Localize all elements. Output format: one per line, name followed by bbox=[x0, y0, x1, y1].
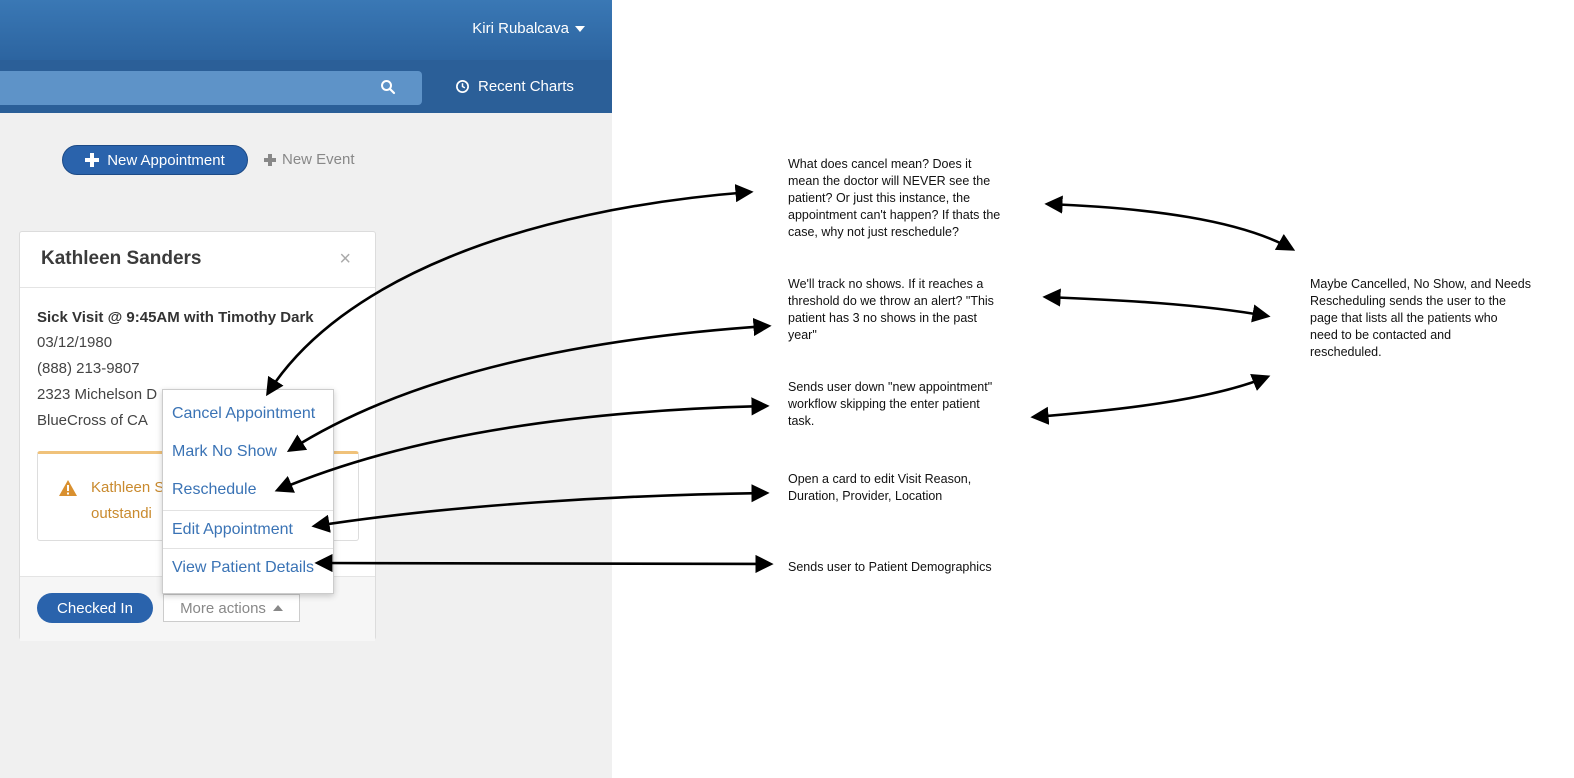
menu-item-view-patient-details[interactable]: View Patient Details bbox=[172, 559, 314, 576]
plus-icon bbox=[264, 153, 276, 166]
arrow-cancel-side bbox=[1044, 195, 1296, 251]
search-icon[interactable] bbox=[380, 79, 396, 95]
search-bar bbox=[0, 60, 612, 113]
checked-in-button[interactable]: Checked In bbox=[37, 593, 153, 623]
annotation-edit: Open a card to edit Visit Reason, Durati… bbox=[788, 472, 972, 503]
patient-phone: (888) 213-9807 bbox=[37, 360, 140, 377]
menu-item-edit-appointment[interactable]: Edit Appointment bbox=[172, 521, 293, 538]
patient-address: 2323 Michelson D bbox=[37, 386, 158, 403]
menu-item-mark-no-show[interactable]: Mark No Show bbox=[172, 443, 277, 460]
annotation-reschedule: Sends user down "new appointment" workfl… bbox=[788, 380, 993, 428]
more-actions-menu: Cancel Appointment Mark No Show Reschedu… bbox=[162, 389, 334, 594]
user-menu[interactable]: Kiri Rubalcava bbox=[472, 20, 585, 37]
annotation-no-show: We'll track no shows. If it reaches a th… bbox=[788, 277, 994, 342]
arrow-reschedule-side bbox=[1030, 374, 1271, 425]
annotation-view-details: Sends user to Patient Demographics bbox=[788, 560, 992, 574]
menu-item-cancel-appointment[interactable]: Cancel Appointment bbox=[172, 405, 316, 422]
annotation-side: Maybe Cancelled, No Show, and Needs Resc… bbox=[1310, 277, 1531, 359]
new-appointment-label: New Appointment bbox=[107, 151, 225, 169]
menu-divider bbox=[163, 548, 333, 549]
new-event-label: New Event bbox=[282, 151, 355, 168]
search-input[interactable] bbox=[0, 71, 422, 105]
chevron-down-icon bbox=[575, 25, 585, 32]
patient-dob: 03/12/1980 bbox=[37, 334, 113, 351]
warning-icon bbox=[59, 480, 77, 496]
scheduler-app: Kiri Rubalcava Recent Charts New Appoint… bbox=[0, 0, 612, 778]
close-icon[interactable]: × bbox=[339, 248, 351, 270]
arrow-no-show-side bbox=[1042, 288, 1271, 323]
menu-divider bbox=[163, 510, 333, 511]
history-icon bbox=[456, 80, 469, 93]
patient-insurance: BlueCross of CA bbox=[37, 412, 148, 429]
recent-charts-button[interactable]: Recent Charts bbox=[455, 78, 574, 95]
alert-text: Kathleen S outstandi bbox=[91, 479, 165, 522]
recent-charts-label: Recent Charts bbox=[478, 78, 574, 95]
annotation-cancel: What does cancel mean? Does it mean the … bbox=[788, 157, 1001, 239]
menu-item-reschedule[interactable]: Reschedule bbox=[172, 481, 257, 498]
appointment-summary: Sick Visit @ 9:45AM with Timothy Dark bbox=[37, 309, 314, 326]
new-appointment-button[interactable]: New Appointment bbox=[62, 145, 248, 175]
patient-name: Kathleen Sanders bbox=[41, 248, 202, 269]
more-actions-button[interactable]: More actions bbox=[163, 594, 300, 622]
plus-icon bbox=[85, 153, 100, 167]
top-navbar: Kiri Rubalcava bbox=[0, 0, 612, 60]
new-event-link[interactable]: New Event bbox=[264, 151, 355, 168]
user-name: Kiri Rubalcava bbox=[472, 20, 569, 37]
more-actions-label: More actions bbox=[180, 599, 266, 617]
card-header: Kathleen Sanders × bbox=[20, 232, 375, 288]
chevron-up-icon bbox=[272, 605, 283, 611]
